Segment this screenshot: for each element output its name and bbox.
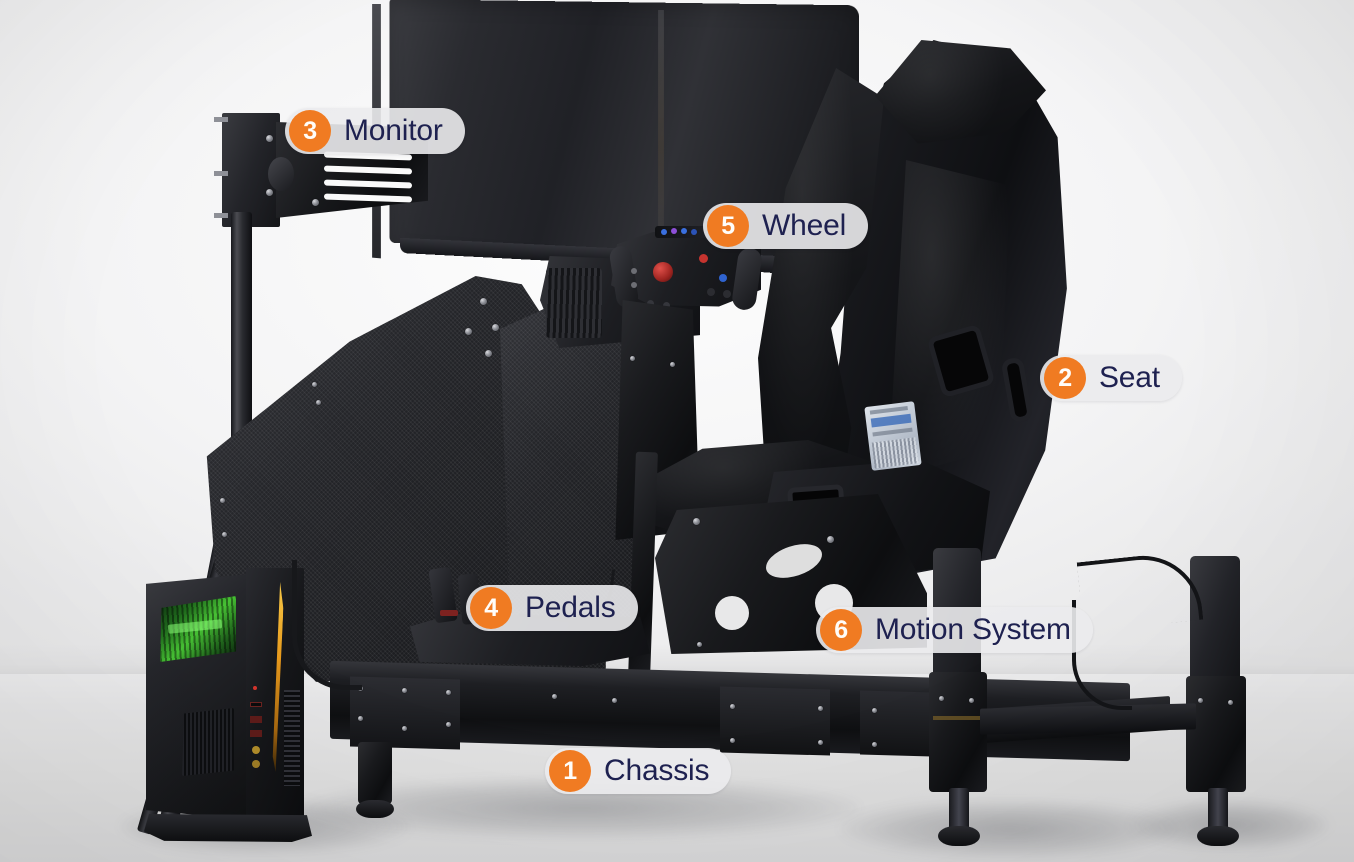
motion-cross-beam bbox=[980, 700, 1200, 740]
pc-usb-port-3[interactable] bbox=[250, 730, 262, 737]
annotation-label-motion-system: Motion System bbox=[875, 613, 1071, 646]
pc-audio-jack-1[interactable] bbox=[252, 746, 260, 754]
annotation-chassis[interactable]: 1 Chassis bbox=[545, 748, 732, 794]
pc-audio-jack-2[interactable] bbox=[252, 760, 260, 768]
annotation-motion-system[interactable]: 6 Motion System bbox=[816, 607, 1093, 653]
wheel-rotary-dial[interactable] bbox=[653, 262, 673, 282]
pc-power-led bbox=[253, 686, 257, 690]
annotation-label-monitor: Monitor bbox=[344, 114, 443, 147]
actuator-rear-right bbox=[1182, 556, 1254, 856]
annotation-number-6: 6 bbox=[820, 609, 862, 651]
gaming-pc bbox=[144, 560, 312, 845]
annotation-label-wheel: Wheel bbox=[762, 209, 847, 242]
annotation-wheel[interactable]: 5 Wheel bbox=[703, 203, 869, 249]
annotation-number-4: 4 bbox=[470, 587, 512, 629]
actuator-front-left bbox=[352, 742, 398, 842]
annotation-number-2: 2 bbox=[1044, 357, 1086, 399]
actuator-rear-left bbox=[925, 548, 995, 848]
annotation-monitor[interactable]: 3 Monitor bbox=[285, 108, 465, 154]
seat-homologation-sticker bbox=[864, 401, 922, 471]
annotation-pedals[interactable]: 4 Pedals bbox=[466, 585, 638, 631]
annotation-seat[interactable]: 2 Seat bbox=[1040, 355, 1182, 401]
shadow-actuator-rear bbox=[840, 800, 1180, 858]
actuator-foot-rear-left bbox=[938, 826, 980, 846]
annotation-label-seat: Seat bbox=[1099, 361, 1160, 394]
monitor-tilt-knob[interactable] bbox=[268, 157, 294, 191]
actuator-foot-rear-right bbox=[1197, 826, 1239, 846]
annotation-label-pedals: Pedals bbox=[525, 591, 616, 624]
pc-side-vent bbox=[182, 708, 234, 776]
pc-usb-port-1[interactable] bbox=[250, 702, 262, 707]
annotation-label-chassis: Chassis bbox=[604, 754, 710, 787]
pc-usb-port-2[interactable] bbox=[250, 716, 262, 723]
annotation-number-1: 1 bbox=[549, 750, 591, 792]
pc-window-rgb bbox=[160, 596, 236, 662]
annotation-number-3: 3 bbox=[289, 110, 331, 152]
pc-stand bbox=[144, 814, 312, 842]
actuator-foot-front-left bbox=[356, 800, 394, 818]
annotation-number-5: 5 bbox=[707, 205, 749, 247]
